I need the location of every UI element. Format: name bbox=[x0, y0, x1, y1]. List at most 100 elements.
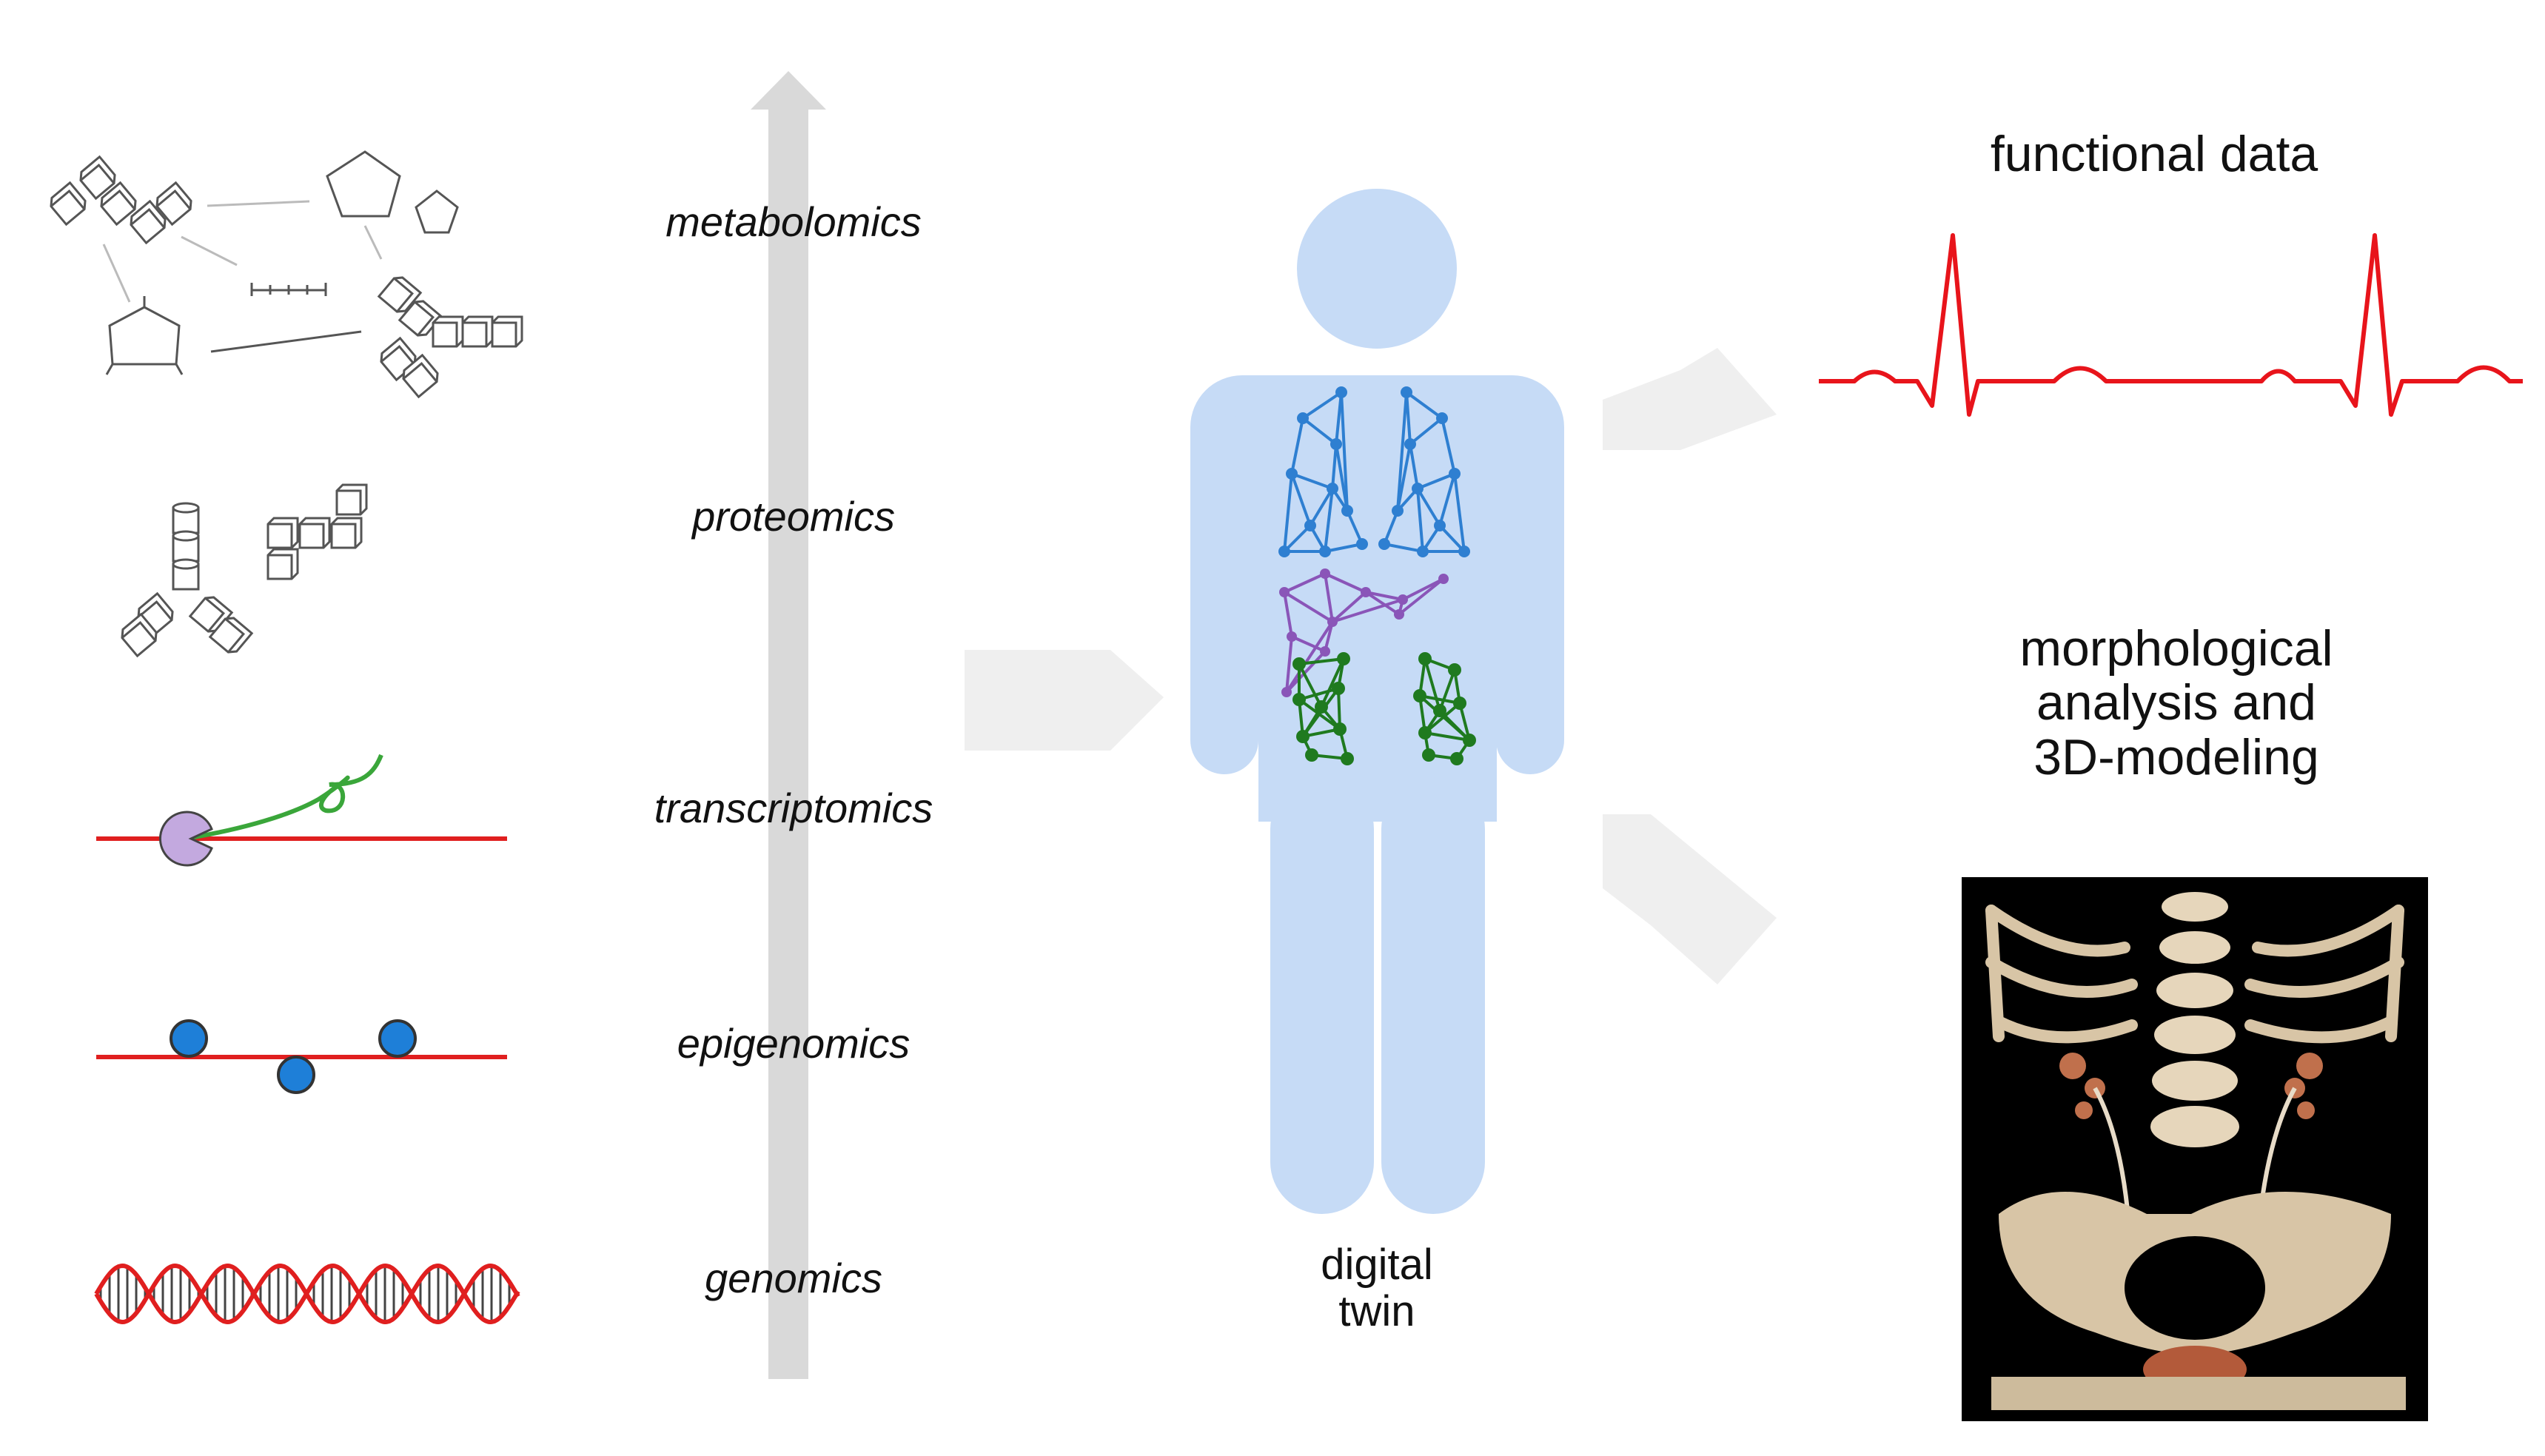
lungs-edge bbox=[1346, 510, 1364, 545]
lungs-node bbox=[1330, 438, 1342, 450]
kidneys-node bbox=[1422, 748, 1435, 762]
lungs-node bbox=[1436, 412, 1448, 424]
lungs-edge bbox=[1441, 417, 1456, 474]
liver-node bbox=[1361, 587, 1371, 597]
liver-edge bbox=[1332, 598, 1404, 623]
lungs-edge bbox=[1396, 392, 1408, 511]
lungs-node bbox=[1401, 386, 1412, 398]
kidneys-node bbox=[1315, 700, 1328, 714]
kidneys-node bbox=[1332, 682, 1345, 695]
helix-strand-2 bbox=[94, 1263, 520, 1325]
metabolite-network-icon bbox=[102, 150, 459, 375]
omics-label-proteomics: proteomics bbox=[692, 493, 895, 540]
omics-label-transcriptomics: transcriptomics bbox=[654, 785, 933, 831]
kidneys-node bbox=[1450, 752, 1463, 765]
kidneys-edge bbox=[1298, 687, 1339, 701]
lungs-node bbox=[1392, 505, 1404, 517]
lungs-edge bbox=[1340, 392, 1349, 511]
lungs-node bbox=[1319, 546, 1331, 557]
liver-node bbox=[1320, 646, 1330, 657]
liver-node bbox=[1281, 687, 1292, 697]
lungs-edge bbox=[1453, 473, 1466, 552]
lungs-edge bbox=[1409, 443, 1419, 489]
lungs-edge bbox=[1384, 543, 1424, 553]
kidneys-node bbox=[1292, 657, 1306, 671]
liver-edge bbox=[1364, 591, 1401, 616]
kidneys-node bbox=[1418, 652, 1432, 665]
digital-twin-label-line2: twin bbox=[1338, 1286, 1415, 1335]
liver-edge bbox=[1285, 636, 1293, 693]
morphological-label-line2: analysis and bbox=[2036, 674, 2317, 731]
lungs-node bbox=[1304, 520, 1316, 531]
lungs-edge bbox=[1301, 417, 1338, 446]
kidneys-node bbox=[1433, 704, 1446, 717]
kidneys-edge bbox=[1298, 663, 1323, 708]
liver-node bbox=[1398, 594, 1408, 605]
lungs-edge bbox=[1290, 417, 1304, 474]
lungs-edge bbox=[1324, 543, 1363, 553]
output-arrow-morphological bbox=[1603, 814, 1777, 984]
lungs-edge bbox=[1383, 510, 1399, 545]
functional-data-label: functional data bbox=[1990, 126, 2318, 182]
liver-node bbox=[1287, 631, 1297, 642]
kidneys-edge bbox=[1337, 688, 1341, 730]
lungs-edge bbox=[1283, 524, 1312, 553]
ecg-waveform bbox=[1819, 233, 2523, 417]
kidneys-edge bbox=[1424, 702, 1461, 734]
lungs-edge bbox=[1409, 417, 1443, 446]
liver-edge bbox=[1291, 635, 1326, 653]
lungs-node bbox=[1417, 546, 1429, 557]
lungs-node bbox=[1356, 538, 1368, 550]
liver-node bbox=[1438, 574, 1449, 584]
kidneys-node bbox=[1463, 734, 1476, 747]
kidneys-edge bbox=[1424, 658, 1441, 711]
lungs-edge bbox=[1438, 473, 1456, 526]
lungs-node bbox=[1297, 412, 1309, 424]
kidneys-node bbox=[1296, 730, 1310, 743]
kidneys-node bbox=[1453, 697, 1466, 710]
kidneys-node bbox=[1292, 693, 1306, 706]
lungs-node bbox=[1327, 483, 1338, 494]
lungs-edge bbox=[1324, 488, 1334, 552]
kidneys-node bbox=[1341, 752, 1354, 765]
kidneys-edge bbox=[1298, 657, 1344, 665]
lungs-edge bbox=[1417, 472, 1455, 490]
omics-label-genomics: genomics bbox=[705, 1255, 882, 1301]
lungs-edge bbox=[1291, 472, 1333, 490]
ct-3d-reconstruction-image bbox=[1962, 877, 2428, 1421]
digital-twin-label: digital twin bbox=[1229, 1241, 1525, 1335]
kidneys-node bbox=[1448, 663, 1461, 677]
kidneys-edge bbox=[1424, 731, 1470, 742]
liver-edge bbox=[1365, 591, 1404, 601]
liver-edge bbox=[1398, 577, 1445, 616]
lungs-node bbox=[1278, 546, 1290, 557]
kidney-network bbox=[1292, 652, 1476, 765]
liver-network bbox=[1279, 568, 1449, 697]
kidneys-edge bbox=[1320, 658, 1345, 708]
liver-edge bbox=[1285, 620, 1334, 694]
liver-node bbox=[1279, 587, 1290, 597]
input-arrow bbox=[965, 650, 1164, 751]
lungs-edge bbox=[1405, 391, 1443, 420]
lungs-node bbox=[1341, 505, 1353, 517]
liver-edge bbox=[1324, 573, 1334, 623]
lungs-edge bbox=[1301, 391, 1343, 420]
liver-edge bbox=[1285, 650, 1327, 694]
liver-node bbox=[1394, 609, 1404, 620]
liver-node bbox=[1320, 568, 1330, 579]
kidneys-node bbox=[1333, 722, 1347, 736]
lungs-edge bbox=[1416, 488, 1424, 552]
liver-edge bbox=[1283, 591, 1334, 623]
digital-twin-label-line1: digital bbox=[1321, 1241, 1433, 1289]
omics-label-metabolomics: metabolomics bbox=[665, 198, 922, 245]
liver-edge bbox=[1324, 572, 1367, 594]
lungs-node bbox=[1335, 386, 1347, 398]
lungs-node bbox=[1449, 468, 1461, 480]
morphological-label-line1: morphological bbox=[2019, 620, 2333, 677]
morphological-label: morphological analysis and 3D-modeling bbox=[1880, 620, 2472, 785]
kidneys-node bbox=[1413, 689, 1426, 702]
lungs-node bbox=[1434, 520, 1446, 531]
liver-edge bbox=[1283, 591, 1293, 637]
lung-network bbox=[1278, 386, 1470, 557]
